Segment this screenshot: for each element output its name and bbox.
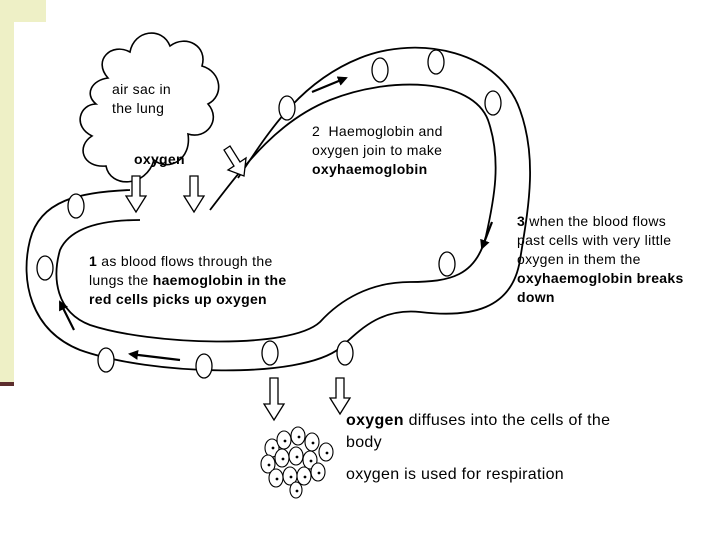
body-cells xyxy=(260,426,334,499)
red-cell xyxy=(67,193,85,219)
oxygen-arrow xyxy=(328,377,352,416)
body-cell xyxy=(276,430,292,450)
body-cell xyxy=(310,462,326,482)
red-cell xyxy=(371,57,389,83)
flow-arrow xyxy=(311,76,348,94)
air-sac-label: air sac in the lung xyxy=(112,81,172,116)
body-cell xyxy=(260,454,276,474)
flow-arrow xyxy=(480,221,494,250)
body-cell xyxy=(290,426,306,446)
respiration-label: oxygen is used for respiration xyxy=(346,466,564,483)
red-cell xyxy=(261,340,279,366)
body-cell-nuclei xyxy=(267,435,329,493)
step-3-label: 3 when the blood flows past cells with v… xyxy=(517,213,684,305)
body-cell xyxy=(288,446,304,466)
oxygen-label: oxygen xyxy=(134,151,185,167)
step-2-label: 2 Haemoglobin and oxygen join to make ox… xyxy=(312,123,443,177)
body-cell xyxy=(304,432,320,452)
body-cell xyxy=(296,466,312,486)
air-sac-cloud xyxy=(79,32,220,183)
red-blood-cells xyxy=(36,49,502,379)
red-cell xyxy=(278,95,296,121)
body-cell xyxy=(289,481,303,499)
diffusion-label: oxygen diffuses into the cells of the bo… xyxy=(346,412,611,451)
oxygen-arrow xyxy=(182,175,206,214)
flow-arrows xyxy=(59,76,494,362)
oxygen-intake-arrows xyxy=(124,145,247,214)
oxygen-arrow xyxy=(124,175,148,214)
oxygen-release-arrows xyxy=(262,377,352,422)
red-cell xyxy=(195,353,213,379)
oxygen-arrow xyxy=(262,377,286,422)
flow-arrow xyxy=(59,300,75,331)
red-cell xyxy=(484,90,502,116)
vessel-outer-wall xyxy=(25,46,531,372)
body-cell xyxy=(274,448,290,468)
step-1-label: 1 as blood flows through the lungs the h… xyxy=(89,253,287,307)
red-cell xyxy=(36,255,54,281)
vessel-inner-wall xyxy=(55,83,497,343)
body-cell xyxy=(318,442,334,462)
red-cell xyxy=(97,347,115,373)
red-cell xyxy=(438,251,456,277)
red-cell xyxy=(336,340,354,366)
red-cell xyxy=(427,49,445,75)
body-cell xyxy=(268,468,284,488)
flow-arrow xyxy=(128,349,181,362)
oxygen-arrow xyxy=(223,145,247,177)
